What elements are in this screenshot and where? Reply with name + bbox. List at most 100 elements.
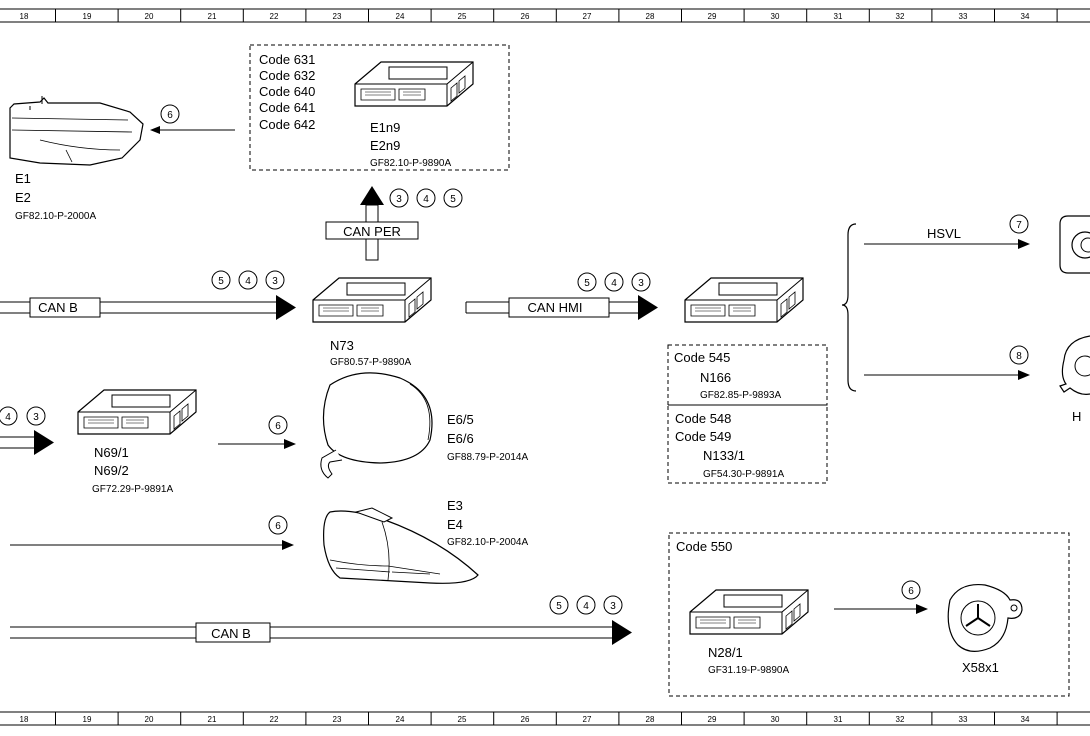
ruler-number: 22 bbox=[270, 12, 279, 21]
n133-label: N133/1 bbox=[703, 448, 745, 463]
taillamp-arrow bbox=[10, 540, 294, 550]
socket-circle: 6 bbox=[901, 580, 921, 600]
module-ref: GF82.10-P-9890A bbox=[370, 158, 451, 169]
can-hmi-label: CAN HMI bbox=[528, 300, 583, 315]
n166-box bbox=[667, 344, 828, 406]
svg-text:6: 6 bbox=[275, 421, 281, 432]
ruler-number: 18 bbox=[20, 12, 29, 21]
svg-text:5: 5 bbox=[556, 601, 562, 612]
svg-text:4: 4 bbox=[245, 276, 251, 287]
ruler-number: 34 bbox=[1021, 12, 1030, 21]
svg-text:3: 3 bbox=[610, 601, 616, 612]
taillamp-icon bbox=[323, 507, 479, 584]
left-circles: 4 3 bbox=[0, 406, 46, 426]
taillamp-label: E4 bbox=[447, 517, 463, 532]
taillamp-circle: 6 bbox=[268, 515, 288, 535]
n133-ref: GF54.30-P-9891A bbox=[703, 469, 784, 480]
n28-label: N28/1 bbox=[708, 645, 743, 660]
mirror-ref: GF88.79-P-2014A bbox=[447, 452, 528, 463]
n69-label: N69/2 bbox=[94, 463, 129, 478]
svg-text:5: 5 bbox=[584, 278, 590, 289]
ruler-number: 27 bbox=[583, 12, 592, 21]
svg-text:4: 4 bbox=[611, 278, 617, 289]
hsvl-arrow bbox=[864, 239, 1030, 249]
ruler-number: 31 bbox=[834, 715, 843, 724]
ruler-number: 28 bbox=[646, 12, 655, 21]
n28-ref: GF31.19-P-9890A bbox=[708, 665, 789, 676]
ruler-number: 29 bbox=[708, 715, 717, 724]
can-per-bus bbox=[325, 186, 419, 261]
can-b-bus-1 bbox=[0, 295, 296, 320]
svg-text:6: 6 bbox=[908, 586, 914, 597]
code-label: Code 640 bbox=[259, 84, 315, 99]
ruler-numbers-top: 18 19 20 21 22 23 24 25 26 27 28 29 30 3… bbox=[20, 12, 1030, 21]
ruler-number: 19 bbox=[83, 12, 92, 21]
can-b-bus-2 bbox=[10, 620, 632, 645]
n69-label: N69/1 bbox=[94, 445, 129, 460]
taillamp-label: E3 bbox=[447, 498, 463, 513]
left-bus-arrow bbox=[0, 430, 54, 455]
mirror-label: E6/6 bbox=[447, 431, 474, 446]
n166-ref: GF82.85-P-9893A bbox=[700, 390, 781, 401]
can-per-label: CAN PER bbox=[343, 224, 401, 239]
svg-text:4: 4 bbox=[5, 412, 11, 423]
n73-label: N73 bbox=[330, 338, 354, 353]
svg-text:3: 3 bbox=[33, 412, 39, 423]
ruler-number: 18 bbox=[20, 715, 29, 724]
ruler-number: 24 bbox=[396, 715, 405, 724]
svg-text:8: 8 bbox=[1016, 351, 1022, 362]
ruler-number: 24 bbox=[396, 12, 405, 21]
mirror-circle: 6 bbox=[268, 415, 288, 435]
ruler-number: 25 bbox=[458, 12, 467, 21]
can-b-circles: 5 4 3 bbox=[211, 270, 285, 290]
switch-icon bbox=[1059, 215, 1090, 274]
can-b-label: CAN B bbox=[211, 626, 251, 641]
svg-text:6: 6 bbox=[275, 521, 281, 532]
n133-box bbox=[667, 404, 828, 484]
branch-brace bbox=[841, 223, 857, 392]
ruler-number: 29 bbox=[708, 12, 717, 21]
control-unit-icon bbox=[684, 277, 804, 323]
socket-icon bbox=[947, 583, 1023, 652]
ruler-number: 26 bbox=[521, 12, 530, 21]
mirror-label: E6/5 bbox=[447, 412, 474, 427]
top-ruler bbox=[0, 8, 1090, 23]
control-unit-icon bbox=[77, 389, 197, 435]
svg-text:5: 5 bbox=[450, 194, 456, 205]
ruler-number: 27 bbox=[583, 715, 592, 724]
svg-text:3: 3 bbox=[396, 194, 402, 205]
mirror-arrow bbox=[218, 439, 296, 449]
can-per-circles: 3 4 5 bbox=[389, 188, 463, 208]
can-b-label: CAN B bbox=[38, 300, 78, 315]
socket-label: X58x1 bbox=[962, 660, 999, 675]
ruler-number: 31 bbox=[834, 12, 843, 21]
ruler-number: 32 bbox=[896, 12, 905, 21]
headlamp-connector bbox=[150, 126, 235, 134]
headlamp-label: E1 bbox=[15, 171, 31, 186]
svg-text:7: 7 bbox=[1016, 220, 1022, 231]
n69-ref: GF72.29-P-9891A bbox=[92, 484, 173, 495]
bottom-ruler bbox=[0, 711, 1090, 726]
control-unit-icon bbox=[354, 61, 474, 107]
ruler-number: 30 bbox=[771, 12, 780, 21]
code-label: Code 632 bbox=[259, 68, 315, 83]
ruler-number: 20 bbox=[145, 715, 154, 724]
svg-text:6: 6 bbox=[167, 110, 173, 121]
taillamp-ref: GF82.10-P-2004A bbox=[447, 537, 528, 548]
code-label: Code 548 bbox=[675, 411, 731, 426]
code-label: Code 642 bbox=[259, 117, 315, 132]
control-unit-icon bbox=[312, 277, 432, 323]
ruler-number: 30 bbox=[771, 715, 780, 724]
code-label: Code 549 bbox=[675, 429, 731, 444]
ruler-number: 23 bbox=[333, 715, 342, 724]
can-b-circles: 5 4 3 bbox=[549, 595, 623, 615]
ruler-number: 23 bbox=[333, 12, 342, 21]
svg-text:3: 3 bbox=[272, 276, 278, 287]
ruler-number: 33 bbox=[959, 715, 968, 724]
control-unit-icon bbox=[689, 589, 809, 635]
socket-arrow bbox=[834, 604, 928, 614]
ruler-ticks bbox=[55, 9, 1058, 725]
code-label: Code 550 bbox=[676, 539, 732, 554]
svg-text:4: 4 bbox=[583, 601, 589, 612]
